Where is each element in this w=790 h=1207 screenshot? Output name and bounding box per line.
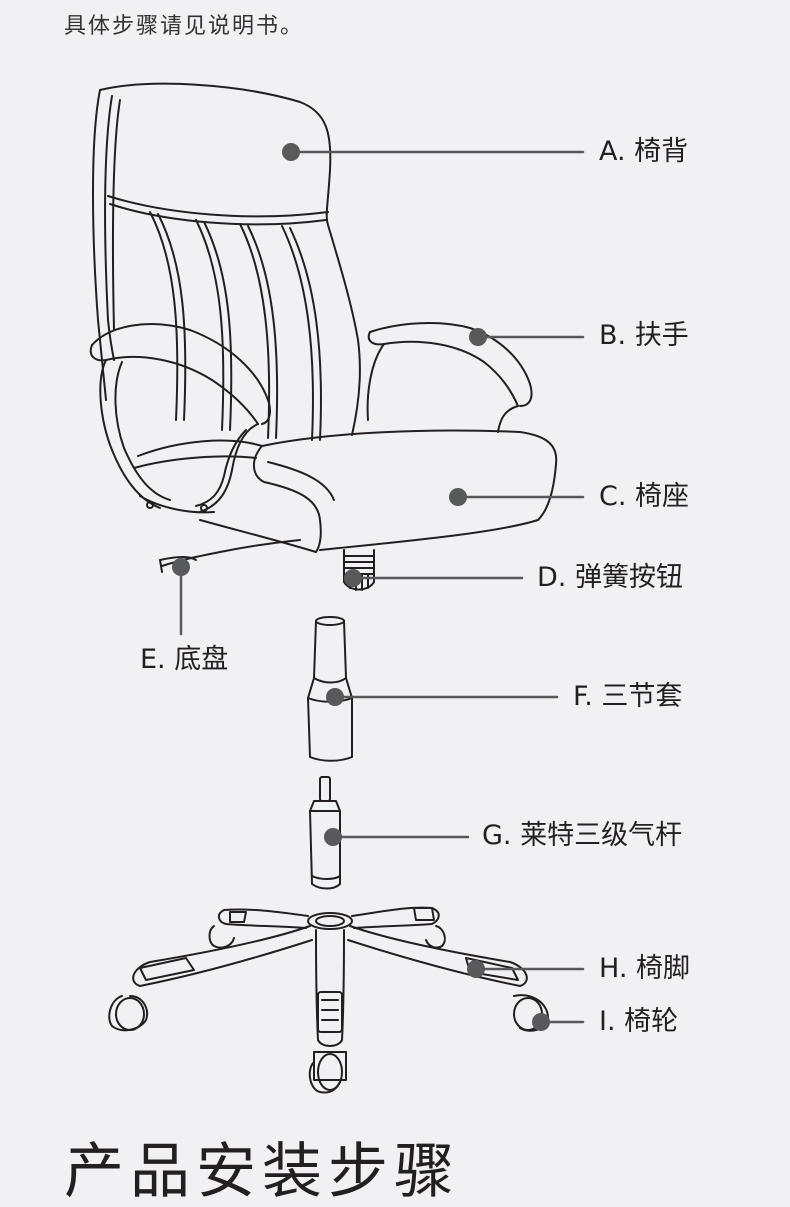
seat-drawing [133, 429, 558, 553]
section-title: 产品安装步骤 [64, 1137, 460, 1207]
part-label-spring-button: D. 弹簧按钮 [537, 562, 683, 593]
gas-lift-drawing [309, 776, 341, 890]
left-armrest-drawing [89, 323, 271, 514]
instruction-note: 具体步骤请见说明书。 [64, 14, 305, 39]
part-label-seat: C. 椅座 [599, 481, 690, 512]
leader-dot-i [532, 1013, 550, 1031]
part-label-gas-lift: G. 莱特三级气杆 [482, 820, 683, 851]
leader-dot-c [449, 488, 467, 506]
leader-dot-b [469, 328, 487, 346]
part-label-telescopic-cover: F. 三节套 [573, 681, 683, 712]
part-label-backrest: A. 椅背 [599, 136, 689, 167]
part-label-chassis: E. 底盘 [140, 644, 229, 675]
leader-dot-a [282, 143, 300, 161]
telescopic-cover-drawing [307, 616, 353, 762]
part-label-armrest: B. 扶手 [599, 320, 689, 351]
part-label-base: H. 椅脚 [599, 953, 690, 984]
leader-dot-d [344, 569, 362, 587]
leader-dot-g [324, 828, 342, 846]
right-armrest-drawing [366, 322, 533, 433]
leader-dot-f [326, 688, 344, 706]
leader-dot-h [467, 960, 485, 978]
backrest-drawing [92, 82, 361, 441]
part-label-casters: I. 椅轮 [599, 1006, 679, 1037]
base-drawing [132, 906, 528, 1047]
leader-dot-e [172, 558, 190, 576]
